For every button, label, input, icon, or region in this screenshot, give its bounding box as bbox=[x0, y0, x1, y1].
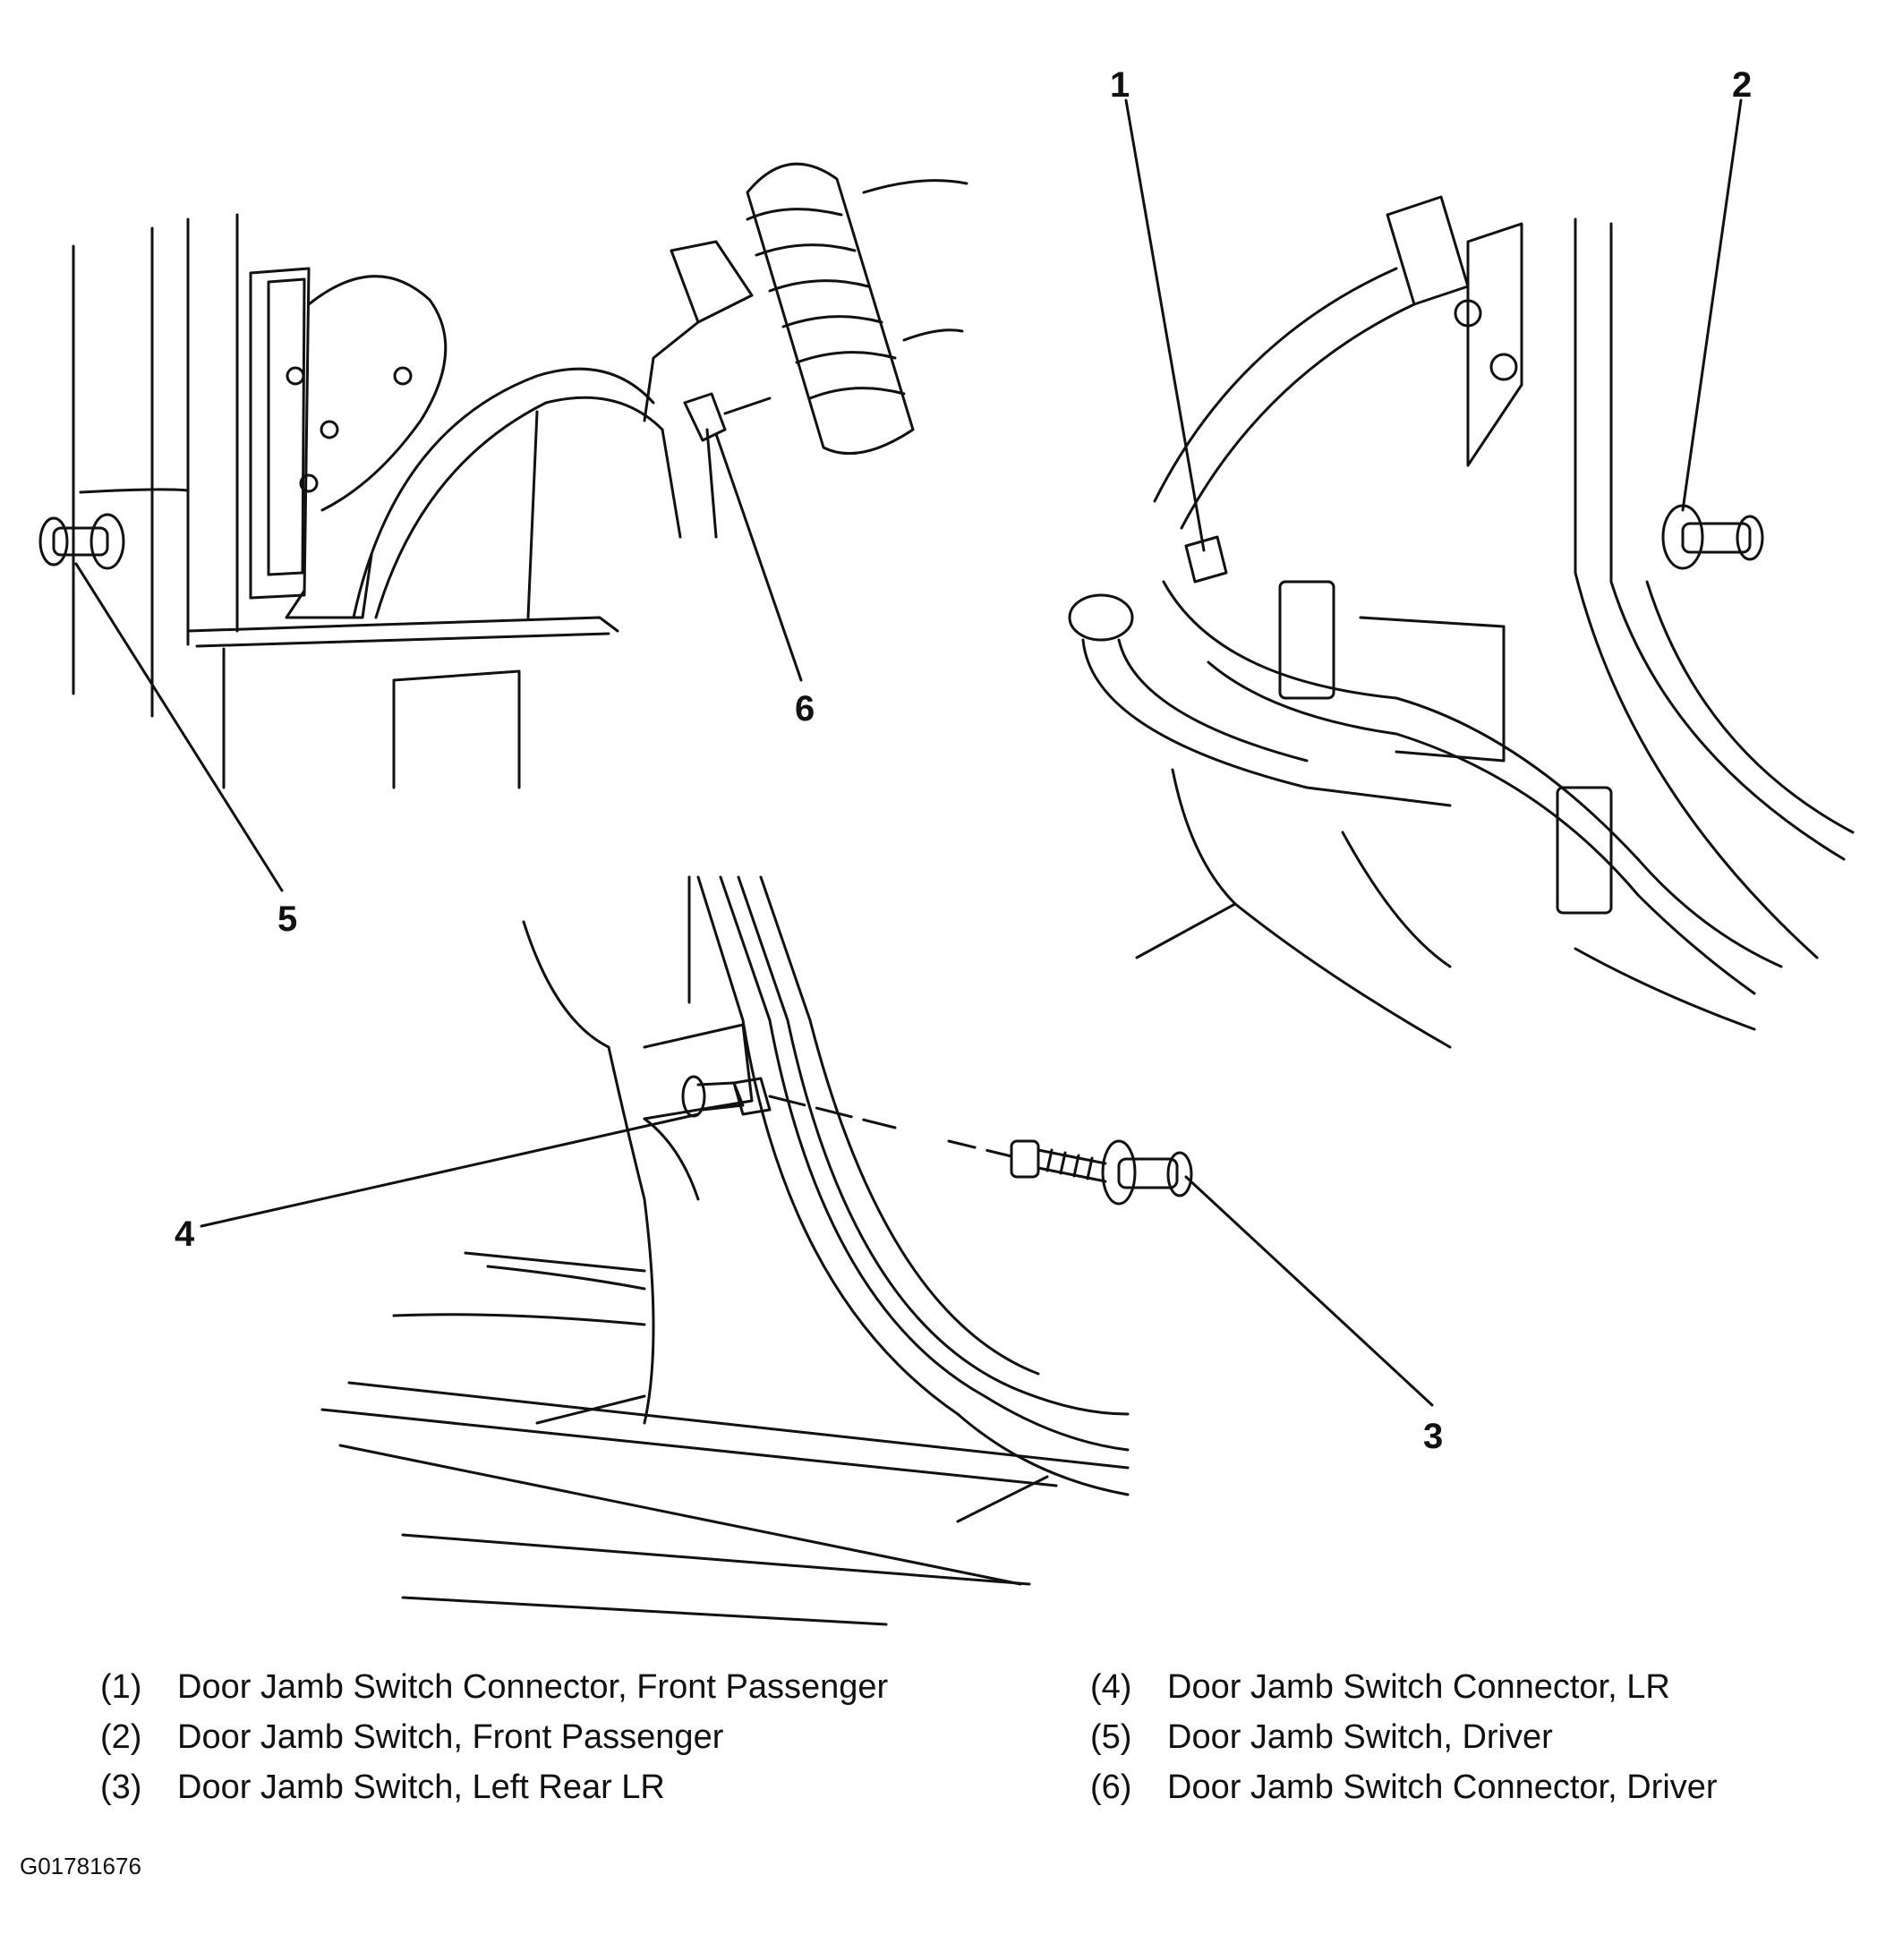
callout-labels: 1 2 3 4 5 6 bbox=[175, 65, 1752, 1456]
legend-number: (4) bbox=[1090, 1668, 1132, 1706]
legend-item-1: (1) Door Jamb Switch Connector, Front Pa… bbox=[100, 1666, 906, 1708]
legend-number: (2) bbox=[100, 1718, 142, 1756]
figure-id: G01781676 bbox=[20, 1853, 141, 1879]
legend-number: (5) bbox=[1090, 1718, 1132, 1756]
legend-item-6: (6) Door Jamb Switch Connector, Driver bbox=[1090, 1767, 1878, 1808]
legend-item-5: (5) Door Jamb Switch, Driver bbox=[1090, 1717, 1878, 1758]
passenger-pillar-view bbox=[1068, 195, 1855, 1049]
leader-lines bbox=[74, 98, 1743, 1407]
legend-text: Door Jamb Switch, Left Rear LR bbox=[177, 1768, 665, 1806]
left-rear-pillar-view bbox=[320, 875, 1193, 1626]
legend-text: Door Jamb Switch, Driver bbox=[1167, 1718, 1553, 1756]
legend-text: Door Jamb Switch Connector, Driver bbox=[1167, 1768, 1718, 1806]
legend-number: (1) bbox=[100, 1668, 142, 1706]
legend-text: Door Jamb Switch Connector, LR bbox=[1167, 1668, 1670, 1706]
legend-item-3: (3) Door Jamb Switch, Left Rear LR bbox=[100, 1767, 906, 1808]
legend-text: Door Jamb Switch, Front Passenger bbox=[177, 1718, 724, 1756]
legend-text: Door Jamb Switch Connector, Front Passen… bbox=[177, 1668, 889, 1706]
legend-item-4: (4) Door Jamb Switch Connector, LR bbox=[1090, 1666, 1878, 1708]
legend-item-2: (2) Door Jamb Switch, Front Passenger bbox=[100, 1717, 906, 1758]
callout-1: 1 bbox=[1110, 65, 1130, 105]
door-jamb-switch-diagram: 1 2 3 4 5 6 bbox=[38, 65, 1855, 1626]
callout-2: 2 bbox=[1732, 65, 1752, 105]
callout-4: 4 bbox=[175, 1214, 195, 1254]
callout-5: 5 bbox=[277, 899, 297, 939]
legend-left-column: (1) Door Jamb Switch Connector, Front Pa… bbox=[100, 1666, 906, 1817]
legend-right-column: (4) Door Jamb Switch Connector, LR (5) D… bbox=[1090, 1666, 1878, 1817]
callout-6: 6 bbox=[795, 689, 815, 729]
callout-3: 3 bbox=[1423, 1417, 1443, 1456]
driver-pillar-view bbox=[38, 162, 968, 789]
legend-number: (6) bbox=[1090, 1768, 1132, 1806]
legend-number: (3) bbox=[100, 1768, 142, 1806]
